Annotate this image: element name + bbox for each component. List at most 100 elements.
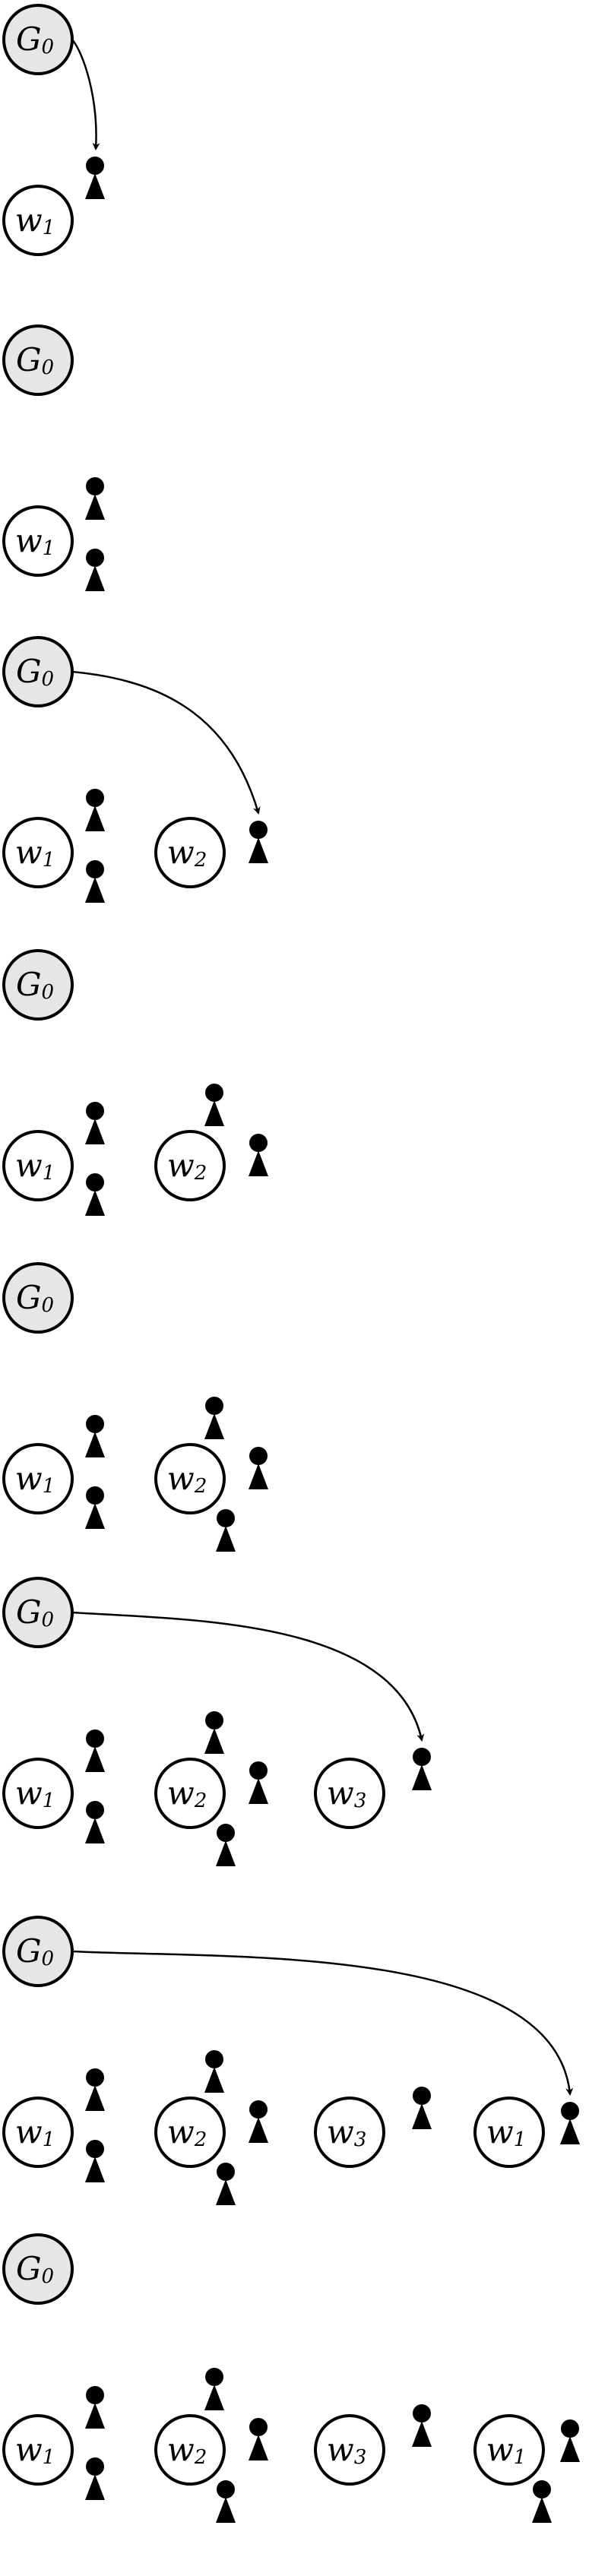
person-icon (560, 2102, 580, 2144)
node-g0-circle (2, 4, 74, 75)
node-w2-subscript: 2 (194, 2128, 207, 2151)
node-w1-circle (2, 185, 74, 256)
node-w1-circle (2, 1130, 74, 1201)
node-w1-subscript: 1 (43, 1790, 55, 1812)
node-g0-label: G0 (16, 2250, 54, 2288)
node-w1-subscript: 1 (43, 2128, 55, 2151)
node-w1-circle (2, 1758, 74, 1829)
person-icon (249, 1447, 268, 1489)
node-w2-subscript: 2 (194, 2446, 207, 2469)
node-w1-second: w1 (473, 2097, 545, 2168)
node-g0-subscript: 0 (42, 1609, 55, 1631)
node-g0-subscript: 0 (42, 981, 55, 1004)
node-g0: G0 (2, 2233, 74, 2305)
node-w1-subscript: 1 (43, 849, 55, 872)
person-icon (216, 1509, 236, 1552)
node-w1: w1 (2, 1443, 74, 1514)
node-w3-circle (314, 2097, 385, 2168)
node-w3-subscript: 3 (354, 2446, 367, 2469)
person-icon (412, 2087, 432, 2129)
person-icon (560, 2419, 580, 2462)
node-w3: w3 (314, 2097, 385, 2168)
person-icon (216, 2480, 236, 2523)
node-g0-subscript: 0 (42, 36, 55, 59)
node-w1: w1 (2, 1130, 74, 1201)
person-icon (85, 157, 105, 199)
node-g0-circle (2, 1577, 74, 1648)
node-w2-circle (154, 817, 226, 888)
node-g0: G0 (2, 949, 74, 1021)
node-w2-subscript: 2 (194, 1475, 207, 1498)
person-icon (85, 1173, 105, 1216)
node-w1-circle (2, 2097, 74, 2168)
node-w1-second-subscript: 1 (514, 2446, 527, 2469)
node-w1: w1 (2, 1758, 74, 1829)
person-icon (85, 2457, 105, 2500)
node-w1-subscript: 1 (43, 1162, 55, 1185)
person-icon (85, 2386, 105, 2429)
panel-step-4: G0 w1 w2 (2, 949, 268, 1216)
node-w1-second-circle (473, 2414, 545, 2486)
node-g0-subscript: 0 (42, 1294, 55, 1317)
node-g0: G0 (2, 4, 74, 75)
node-w2-subscript: 2 (194, 849, 207, 872)
node-w2: w2 (154, 1130, 226, 1201)
node-w1-subscript: 1 (43, 217, 55, 239)
node-w1-second-subscript: 1 (514, 2128, 527, 2151)
person-icon (412, 1748, 432, 1790)
node-g0: G0 (2, 1262, 74, 1334)
arrow-icon (71, 1611, 425, 1742)
person-icon (85, 860, 105, 903)
node-w3-circle (314, 2414, 385, 2486)
node-g0-subscript: 0 (42, 668, 55, 691)
node-g0-circle (2, 636, 74, 707)
node-g0-circle (2, 949, 74, 1021)
person-icon (532, 2480, 552, 2523)
node-w1-circle (2, 1443, 74, 1514)
node-w1-second: w1 (473, 2414, 545, 2486)
node-g0: G0 (2, 324, 74, 396)
arrow-icon (71, 39, 100, 150)
node-g0-circle (2, 2233, 74, 2305)
node-w3-label: w3 (327, 2431, 367, 2469)
node-w2-label: w2 (167, 2113, 207, 2151)
node-w2-circle (154, 1130, 226, 1201)
person-icon (85, 1486, 105, 1529)
node-g0: G0 (2, 1577, 74, 1648)
person-icon (204, 1397, 224, 1439)
node-w1: w1 (2, 817, 74, 888)
node-w3: w3 (314, 2414, 385, 2486)
person-icon (85, 1801, 105, 1843)
person-icon (204, 1084, 224, 1126)
node-w1-label: w1 (15, 1147, 55, 1185)
person-icon (204, 1711, 224, 1754)
person-icon (249, 2418, 268, 2460)
node-g0: G0 (2, 636, 74, 707)
node-w2: w2 (154, 817, 226, 888)
arrow-icon (71, 1950, 574, 2096)
person-icon (216, 1824, 236, 1866)
person-icon (216, 2163, 236, 2205)
node-w1-subscript: 1 (43, 2446, 55, 2469)
node-g0-subscript: 0 (42, 2265, 55, 2288)
node-w2-circle (154, 1443, 226, 1514)
node-w1-label: w1 (15, 2113, 55, 2151)
node-w2: w2 (154, 2097, 226, 2168)
person-icon (85, 1729, 105, 1772)
node-w1-subscript: 1 (43, 1475, 55, 1498)
node-w1-subscript: 1 (43, 537, 55, 560)
person-icon (249, 1134, 268, 1176)
node-w2: w2 (154, 1758, 226, 1829)
node-g0-circle (2, 1916, 74, 1987)
node-g0-subscript: 0 (42, 1948, 55, 1970)
node-w1-second-circle (473, 2097, 545, 2168)
person-icon (249, 821, 268, 863)
node-w3-circle (314, 1758, 385, 1829)
node-w1: w1 (2, 505, 74, 577)
node-g0-circle (2, 324, 74, 396)
